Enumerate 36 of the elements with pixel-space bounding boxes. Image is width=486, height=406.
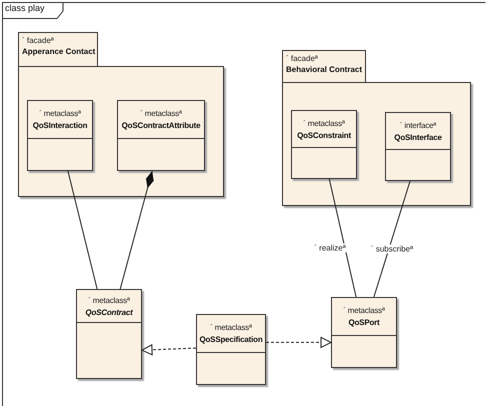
class-box: [117, 100, 205, 171]
class-box: [385, 112, 451, 181]
stereotype-label: ´ facadeª: [286, 54, 319, 63]
stereotype-label: ´ interfaceª: [400, 120, 436, 130]
realization-arrow: [266, 336, 332, 348]
association-line: [373, 180, 411, 298]
class-name: QoSContract: [85, 308, 133, 316]
package-frame: [282, 50, 471, 206]
class-box: [76, 289, 142, 379]
edge-label: ´ subscribeª: [370, 244, 414, 254]
stereotype-label: ´ metaclassª: [39, 109, 81, 118]
association-line: [328, 178, 357, 298]
composition-line: [120, 170, 154, 290]
class-name: QoSSpecification: [199, 335, 263, 344]
association-line: [67, 170, 98, 290]
stereotype-label: ´ metaclassª: [303, 118, 345, 128]
realization-arrow: [142, 344, 196, 356]
stereotype-label: ´ facadeª: [22, 36, 55, 45]
stereotype-label: ´ metaclassª: [140, 109, 182, 118]
class-box: [27, 100, 93, 171]
class-box: [291, 110, 357, 179]
class-name: QoSPort: [348, 318, 380, 327]
package-name: Apperance Contact: [22, 47, 94, 56]
frame-title: class play: [5, 3, 45, 13]
class-name: QoSContractAttribute: [122, 121, 200, 130]
stereotype-label: ´ metaclassª: [343, 306, 385, 315]
package-frame: [18, 32, 224, 197]
package-name: Behavioral Contract: [286, 65, 362, 74]
class-name: QoSInteraction: [32, 121, 88, 130]
class-name: QoSInterface: [394, 132, 442, 142]
stereotype-label: ´ metaclassª: [210, 323, 252, 332]
class-box: [331, 297, 397, 368]
class-box: [196, 314, 266, 385]
class-name: QoSConstraint: [297, 130, 351, 140]
edge-label: ´ realizeª: [313, 244, 347, 252]
stereotype-label: ´ metaclassª: [88, 296, 130, 304]
